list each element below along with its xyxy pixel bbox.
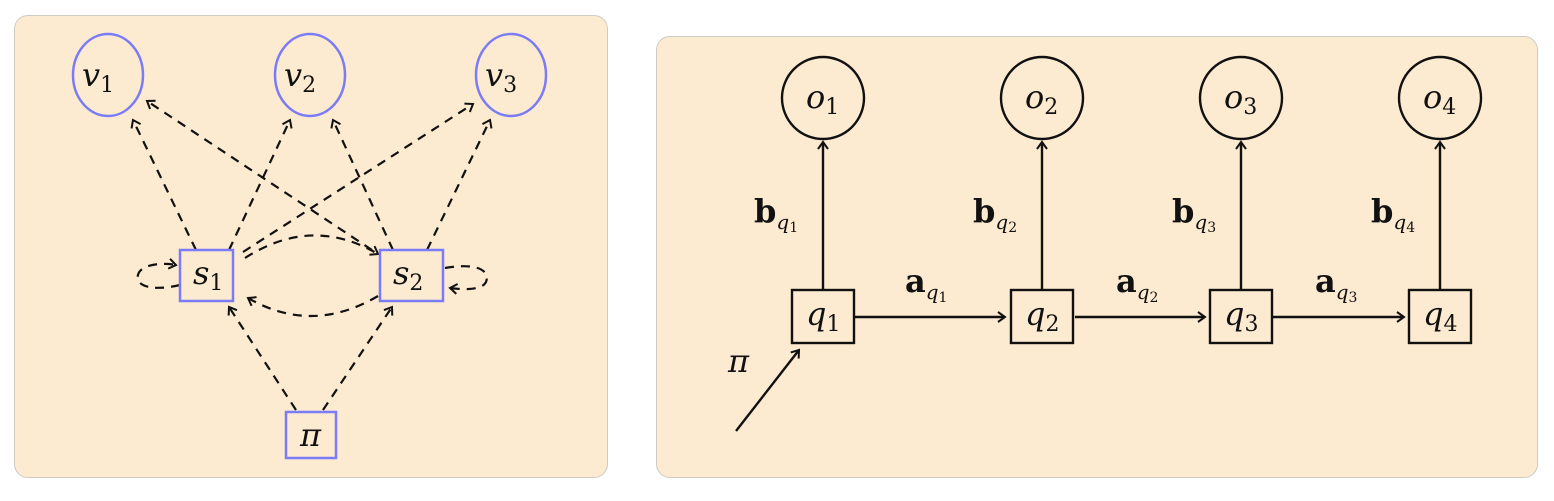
label-o4: o4	[1423, 78, 1456, 120]
node-q4	[1407, 288, 1473, 345]
label-q3: q3	[1224, 295, 1258, 337]
edge-s1-v1	[130, 118, 197, 251]
label-o2: o2	[1025, 78, 1058, 120]
label-q1: q1	[806, 295, 840, 337]
node-q3	[1208, 288, 1274, 345]
label-b-q2: bq2	[973, 192, 1017, 236]
right-labels: o1 o2 o3 o4 q1 q2 q3 q4 bq1 bq2 bq3 bq4 …	[727, 78, 1457, 380]
node-s2	[378, 248, 445, 303]
node-o4	[1397, 55, 1483, 141]
label-s2: s2	[393, 254, 423, 296]
label-pi-right: π	[727, 342, 750, 380]
edge-pi-s1	[227, 305, 297, 411]
label-s1: s1	[193, 254, 223, 296]
node-s1	[178, 248, 235, 303]
edge-s2-v1	[145, 99, 373, 251]
label-q2: q2	[1025, 295, 1059, 337]
label-b-q3: bq3	[1172, 192, 1216, 236]
node-q2	[1009, 288, 1075, 345]
node-o1	[780, 55, 866, 141]
label-o3: o3	[1224, 78, 1257, 120]
label-pi-left: π	[299, 416, 322, 454]
label-v2: v2	[284, 56, 316, 98]
label-a-q2: aq2	[1116, 262, 1158, 306]
edge-s2-v3	[426, 118, 493, 251]
edge-s1-s2	[244, 234, 380, 259]
node-pi-left	[284, 410, 338, 460]
left-edges	[130, 99, 493, 411]
node-o3	[1198, 55, 1284, 141]
label-v3: v3	[485, 56, 517, 98]
label-b-q4: bq4	[1371, 192, 1415, 236]
label-o1: o1	[806, 78, 839, 120]
left-nodes	[71, 32, 548, 460]
label-b-q1: bq1	[754, 192, 798, 236]
node-o2	[999, 55, 1085, 141]
label-q4: q4	[1423, 295, 1457, 337]
edge-pi-s2	[322, 305, 394, 411]
edge-s2-self	[444, 265, 488, 295]
label-a-q3: aq3	[1315, 262, 1357, 306]
node-v3	[474, 32, 548, 118]
node-v1	[71, 32, 145, 118]
node-q1	[790, 288, 856, 345]
edge-s1-self	[136, 258, 181, 289]
edge-s1-v2	[228, 118, 293, 251]
right-nodes	[780, 55, 1483, 345]
right-edges	[735, 140, 1446, 432]
edge-s2-v2	[330, 118, 394, 251]
label-v1: v1	[82, 56, 114, 98]
edge-pi-q1	[735, 348, 801, 432]
edge-s2-s1	[246, 295, 379, 318]
edge-s1-v3	[242, 102, 475, 253]
node-v2	[273, 32, 347, 118]
label-a-q1: aq1	[905, 262, 947, 306]
left-labels: v1 v2 v3 s1 s2 π	[82, 56, 517, 454]
